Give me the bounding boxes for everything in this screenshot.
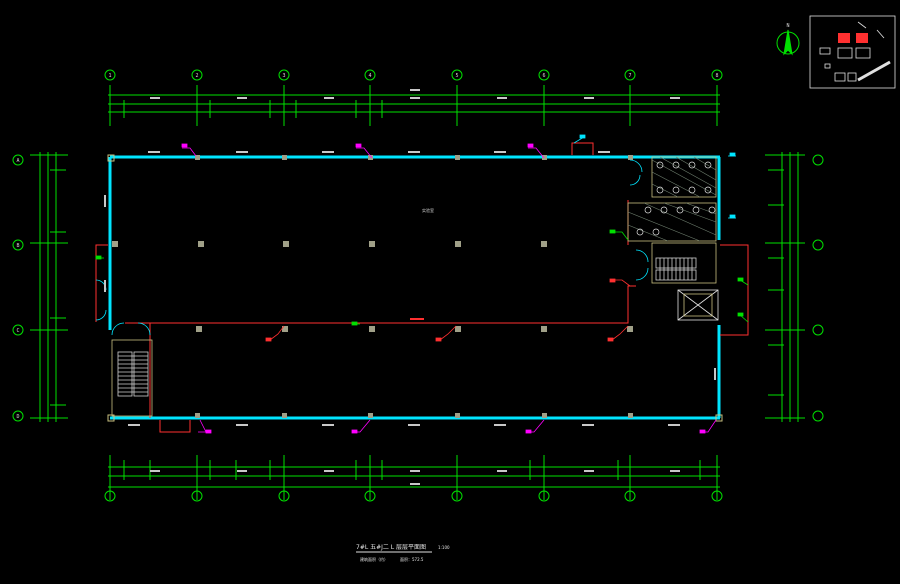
grid-bubbles-bottom bbox=[104, 490, 723, 502]
room-label: 实验室 bbox=[422, 207, 434, 213]
grid-label-col-3: 3 bbox=[282, 73, 285, 79]
grid-label-col-5: 5 bbox=[455, 73, 458, 79]
left-stair bbox=[111, 322, 153, 417]
grid-label-col-7: 7 bbox=[628, 73, 631, 79]
drawing-title: 7#L 五#J二 L 层层平面图 bbox=[356, 544, 426, 551]
elevator-shaft bbox=[677, 289, 719, 321]
top-dimension-lines bbox=[108, 85, 720, 126]
key-plan bbox=[809, 15, 896, 89]
wall-edges bbox=[107, 154, 723, 422]
grid-label-row-c: C bbox=[16, 328, 19, 334]
grid-bubbles-top bbox=[104, 69, 723, 81]
grid-label-row-d: D bbox=[16, 414, 19, 420]
dimension-text-marks bbox=[104, 89, 716, 485]
grid-bubbles-left bbox=[12, 154, 24, 422]
drawing-scale: 1:100 bbox=[438, 545, 450, 550]
restroom-fixtures bbox=[636, 161, 716, 236]
north-label: N bbox=[786, 23, 789, 29]
left-dimension-lines bbox=[30, 152, 68, 422]
structural-columns bbox=[112, 155, 633, 418]
grid-bubbles-right bbox=[812, 154, 824, 422]
grid-label-col-4: 4 bbox=[368, 73, 371, 79]
grid-label-row-a: A bbox=[16, 158, 19, 164]
grid-label-row-b: B bbox=[16, 243, 19, 249]
right-stair bbox=[635, 242, 717, 284]
magenta-tags bbox=[181, 143, 717, 434]
grid-label-col-2: 2 bbox=[195, 73, 198, 79]
red-tags bbox=[265, 278, 631, 342]
grid-label-col-8: 8 bbox=[715, 73, 718, 79]
bottom-dimension-lines bbox=[108, 455, 720, 500]
drawing-subtitle-left: 建筑面积（约） bbox=[360, 556, 388, 562]
door-swings bbox=[95, 159, 643, 321]
grid-label-col-1: 1 bbox=[108, 73, 111, 79]
drawing-subtitle-right: 面积：572.5 bbox=[400, 556, 424, 562]
north-arrow bbox=[776, 29, 800, 56]
cyan-tags bbox=[573, 134, 736, 219]
restroom-block bbox=[627, 156, 717, 242]
green-tags bbox=[95, 229, 749, 326]
corridor-partition bbox=[95, 142, 749, 433]
grid-label-col-6: 6 bbox=[542, 73, 545, 79]
right-dimension-lines bbox=[765, 152, 805, 422]
